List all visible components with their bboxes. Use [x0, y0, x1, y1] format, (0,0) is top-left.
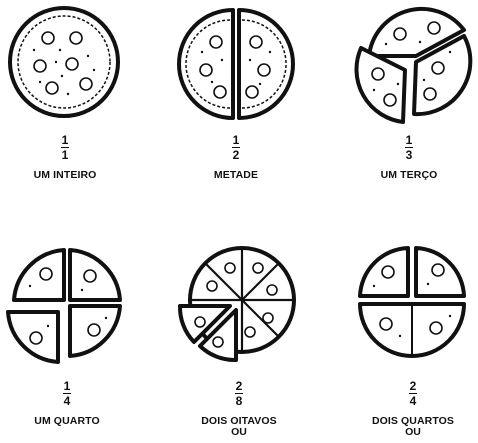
fraction-numerator: 2: [409, 380, 418, 392]
fraction-numerator: 1: [61, 134, 70, 146]
pizza-two-quarters: [352, 246, 472, 366]
label-one-whole: 1 1 UM INTEIRO: [0, 134, 140, 181]
fraction-numerator: 1: [405, 134, 414, 146]
pizza-two-quarters-drawing: [352, 246, 472, 366]
fraction-third: 1 3: [405, 134, 414, 161]
pizza-quarters-drawing: [6, 246, 126, 366]
fraction-denominator: 8: [235, 395, 244, 407]
label-half: 1 2 METADE: [161, 134, 311, 181]
pizza-halves: [176, 4, 296, 124]
fraction-denominator: 2: [232, 149, 241, 161]
fraction-denominator: 3: [405, 149, 414, 161]
pizza-thirds: [350, 2, 470, 122]
label-quarter: 1 4 UM QUARTO: [0, 380, 142, 427]
fraction-half: 1 2: [232, 134, 241, 161]
label-two-quarters: 2 4 DOIS QUARTOS OU: [338, 380, 478, 438]
fraction-numerator: 1: [232, 134, 241, 146]
fraction-denominator: 4: [63, 395, 72, 407]
pizza-eighths-drawing: [178, 246, 298, 366]
caption-quarter: UM QUARTO: [0, 415, 142, 427]
caption-two-eighths-or: OU: [164, 426, 314, 438]
fraction-denominator: 1: [61, 149, 70, 161]
fraction-denominator: 4: [409, 395, 418, 407]
label-two-eighths: 2 8 DOIS OITAVOS OU: [164, 380, 314, 438]
caption-two-quarters-or: OU: [338, 426, 478, 438]
fraction-two-eighths: 2 8: [235, 380, 244, 407]
pizza-quarters: [6, 246, 126, 366]
fraction-numerator: 2: [235, 380, 244, 392]
fraction-numerator: 1: [63, 380, 72, 392]
pizza-eighths: [178, 246, 298, 366]
pizza-whole: [4, 4, 124, 124]
caption-half: METADE: [161, 169, 311, 181]
fraction-quarter: 1 4: [63, 380, 72, 407]
caption-one-whole: UM INTEIRO: [0, 169, 140, 181]
label-third: 1 3 UM TERÇO: [334, 134, 478, 181]
pizza-whole-drawing: [4, 4, 124, 124]
caption-third: UM TERÇO: [334, 169, 478, 181]
pizza-thirds-drawing: [350, 2, 470, 122]
pizza-halves-drawing: [176, 4, 296, 124]
fraction-two-quarters: 2 4: [409, 380, 418, 407]
fraction-one-whole: 1 1: [61, 134, 70, 161]
